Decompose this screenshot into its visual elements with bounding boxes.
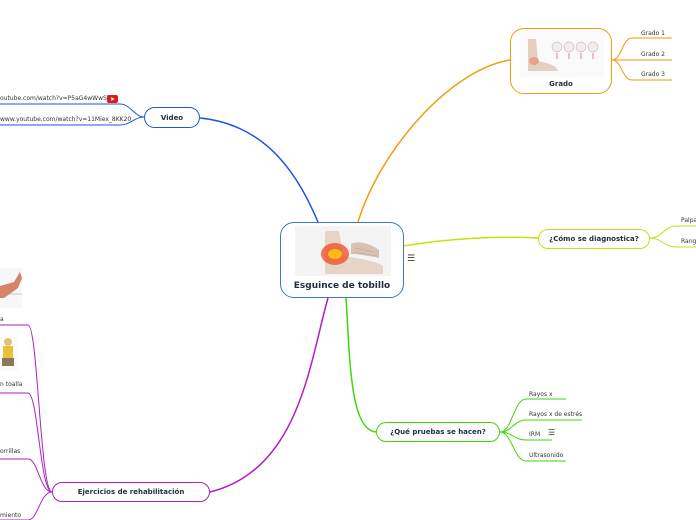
diagnostico-item-1[interactable]: Palpa (681, 217, 696, 224)
pruebas-item-1[interactable]: Rayos x (529, 391, 553, 398)
central-topic-label: Esguince de tobillo (293, 281, 391, 291)
pruebas-item-4[interactable]: Ultrasonido (529, 452, 564, 459)
ejercicios-item-2[interactable]: n toalla (0, 381, 23, 388)
ejercicios-item-1[interactable]: a (0, 316, 4, 323)
branch-diagnostico[interactable]: ¿Cómo se diagnostica? (538, 229, 650, 249)
grado-illustration (520, 31, 604, 77)
exercise-image-2 (0, 337, 18, 371)
connector-grado (357, 59, 511, 223)
branch-diagnostico-label: ¿Cómo se diagnostica? (549, 235, 639, 243)
connector-pruebas-items (499, 398, 582, 462)
diagnostico-item-2[interactable]: Rango (681, 238, 696, 245)
branch-ejercicios-label: Ejercicios de rehabilitación (77, 488, 185, 496)
connector-ejercicios-items (0, 324, 53, 520)
connector-pruebas (345, 297, 377, 433)
central-topic[interactable]: Esguince de tobillo (280, 222, 404, 298)
youtube-icon[interactable] (107, 95, 118, 103)
grado-item-1[interactable]: Grado 1 (641, 30, 665, 37)
branch-pruebas[interactable]: ¿Qué pruebas se hacen? (376, 422, 500, 442)
branch-video[interactable]: Video (144, 107, 200, 128)
branch-pruebas-label: ¿Qué pruebas se hacen? (390, 428, 486, 436)
notes-icon[interactable]: ☰ (548, 428, 556, 437)
video-link-2[interactable]: www.youtube.com/watch?v=11Miex_8KK20 (0, 116, 132, 123)
connector-grado-items (611, 37, 672, 81)
exercise-image-1 (0, 268, 22, 308)
connector-video (199, 117, 319, 223)
video-link-1[interactable]: outube.com/watch?v=P5aG4wWwSjY (0, 95, 113, 102)
connector-diagnostico (403, 236, 539, 247)
pruebas-item-2[interactable]: Rayos x de estrés (529, 411, 583, 418)
ankle-sprain-image (295, 226, 391, 276)
ejercicios-item-4[interactable]: miento (0, 512, 22, 519)
branch-video-label: Video (160, 113, 184, 122)
pruebas-item-3[interactable]: IRM (529, 431, 541, 438)
notes-icon[interactable]: ☰ (407, 254, 416, 264)
connector-ejercicios (209, 297, 329, 493)
branch-grado-label: Grado (549, 80, 573, 88)
grado-item-2[interactable]: Grado 2 (641, 51, 665, 58)
branch-grado[interactable]: Grado (510, 28, 612, 94)
branch-ejercicios[interactable]: Ejercicios de rehabilitación (52, 482, 210, 502)
grado-item-3[interactable]: Grado 3 (641, 71, 665, 78)
connector-diagnostico-items (649, 225, 696, 248)
ejercicios-item-3[interactable]: orrillas (0, 448, 21, 455)
connector-video-links (0, 103, 145, 126)
